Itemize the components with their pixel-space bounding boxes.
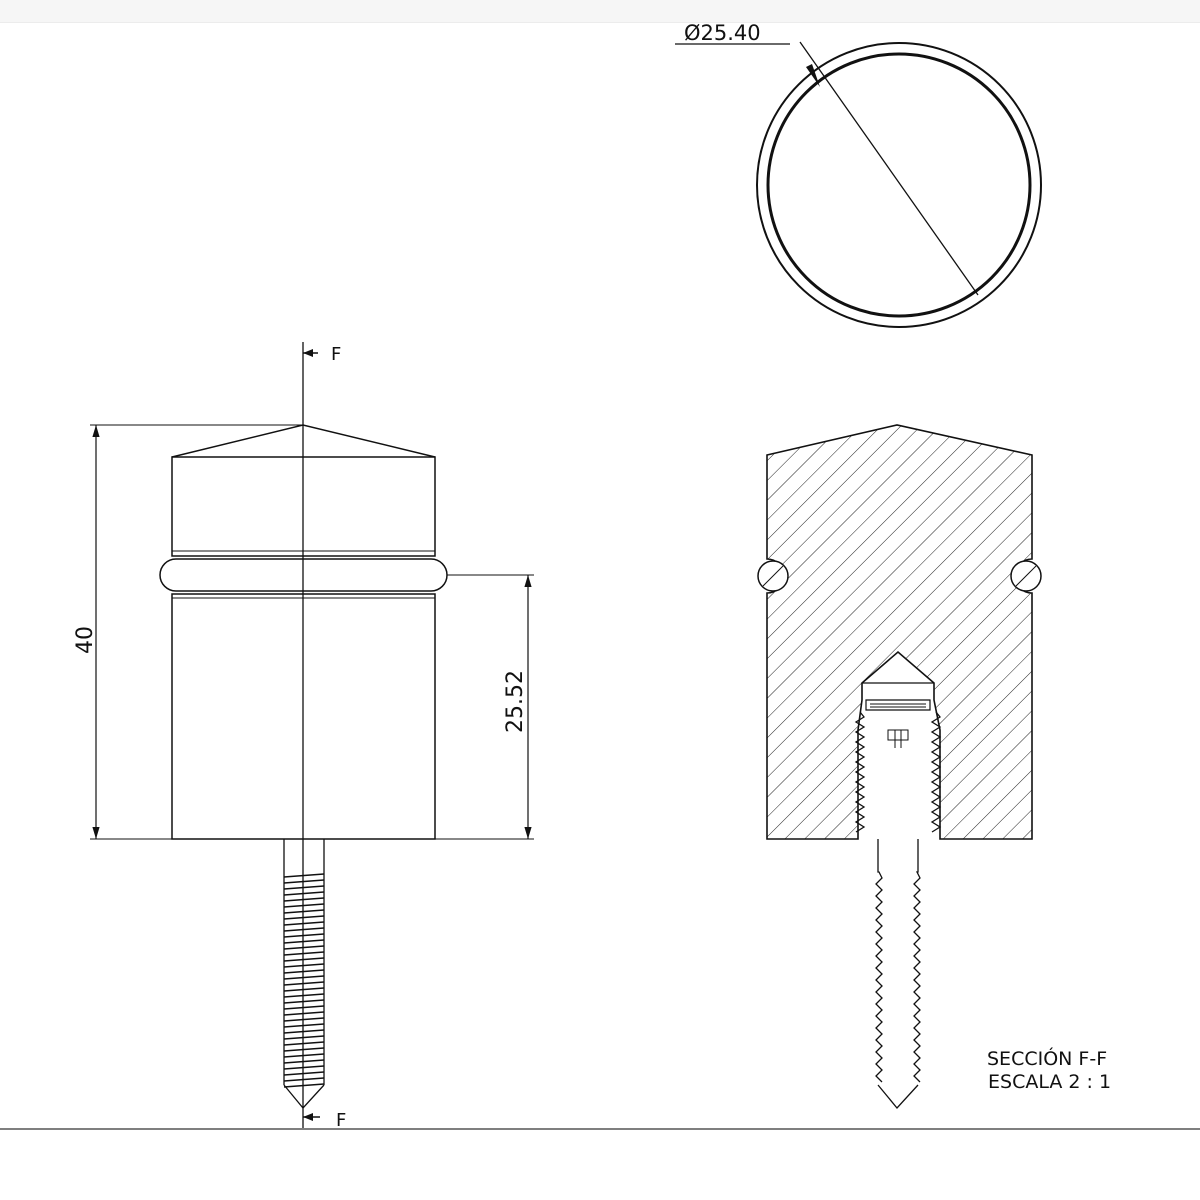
screw-section xyxy=(875,839,921,1109)
internal-thread xyxy=(854,682,942,833)
section-body xyxy=(766,424,1033,840)
section-scale: ESCALA 2 : 1 xyxy=(988,1071,1111,1093)
dimension-groove-height: 25.52 xyxy=(435,574,534,840)
groove-height-label: 25.52 xyxy=(503,670,528,733)
section-view: SECCIÓN F-F ESCALA 2 : 1 xyxy=(757,424,1111,1109)
outer-circle xyxy=(756,42,1042,328)
section-marker-bottom-label: F xyxy=(336,1110,346,1131)
diameter-label: Ø25.40 xyxy=(684,21,761,45)
viewer-top-bar xyxy=(0,0,1200,23)
height-label: 40 xyxy=(73,626,98,654)
diameter-leader-line xyxy=(799,41,979,296)
top-view: Ø25.40 xyxy=(675,21,1042,328)
inner-circle xyxy=(766,52,1032,318)
section-marker-bottom-arrow xyxy=(303,1113,313,1121)
front-view: F F 40 25. xyxy=(73,342,534,1131)
section-title: SECCIÓN F-F xyxy=(987,1046,1107,1070)
upper-body xyxy=(171,456,436,557)
diameter-arrow xyxy=(806,64,820,87)
section-marker-top-arrow xyxy=(303,349,313,357)
dimension-height: 40 xyxy=(73,424,303,840)
section-marker-top-label: F xyxy=(331,344,341,365)
lower-body xyxy=(171,593,436,840)
screw-front xyxy=(283,839,325,1109)
